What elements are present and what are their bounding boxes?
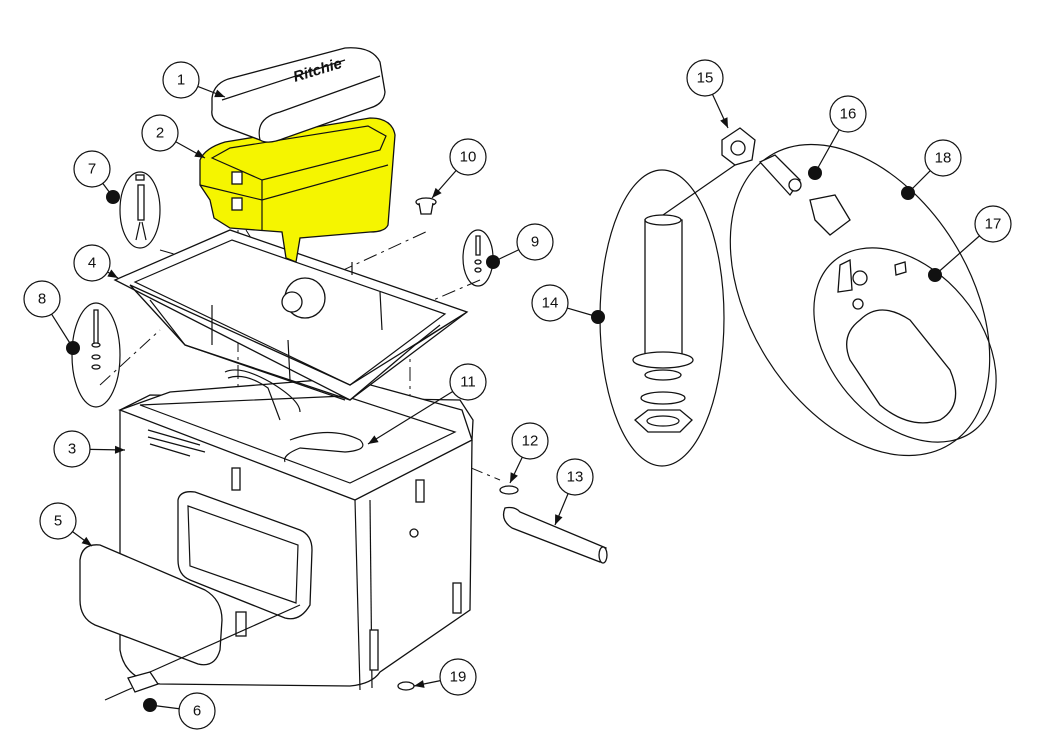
bracket [104, 604, 301, 701]
leader-arrow [720, 117, 728, 128]
callout-circle [141, 114, 179, 152]
callout-14: 14 [531, 284, 605, 324]
callout-number: 16 [840, 106, 857, 123]
callout-number: 6 [193, 703, 201, 720]
leader-dot [928, 268, 942, 282]
leader-dot [808, 166, 822, 180]
lid: Ritchie [211, 47, 386, 143]
callout-10: 10 [431, 138, 487, 199]
callout-17: 17 [928, 205, 1012, 282]
callout-circle [439, 658, 477, 696]
bolt-assembly-8 [71, 302, 121, 408]
leader-dot [901, 186, 915, 200]
leader-arrow [432, 187, 442, 198]
callout-number: 14 [542, 295, 559, 312]
callout-circle [23, 280, 61, 318]
callout-number: 8 [38, 291, 46, 308]
callout-18: 18 [901, 139, 962, 200]
leader-line [367, 390, 454, 445]
callout-number: 1 [177, 72, 185, 89]
leader-arrow [114, 445, 125, 454]
callout-number: 5 [54, 513, 62, 530]
callout-number: 7 [88, 161, 96, 178]
callout-4: 4 [73, 244, 119, 282]
callout-circle [974, 205, 1012, 243]
callout-number: 4 [88, 255, 96, 272]
washer-19 [397, 681, 415, 691]
float-assembly-18 [729, 143, 997, 457]
leader-line [814, 129, 840, 174]
callout-number: 11 [460, 374, 476, 391]
callout-1: 1 [162, 61, 226, 99]
callout-circle [556, 458, 594, 496]
leader-arrow [81, 536, 92, 546]
callout-circle [53, 430, 91, 468]
leader-line [934, 235, 980, 276]
pipe-fitting [499, 485, 608, 564]
callout-13: 13 [554, 458, 594, 526]
callout-circle [686, 59, 724, 97]
callout-9: 9 [486, 223, 554, 269]
leader-arrow [510, 472, 518, 483]
grommet-10 [415, 197, 437, 215]
valve-15 [721, 127, 756, 166]
callout-6: 6 [143, 692, 216, 730]
callout-number: 15 [697, 70, 714, 87]
leader-arrow [414, 680, 425, 688]
callout-7: 7 [73, 150, 120, 204]
callout-number: 9 [531, 234, 539, 251]
leader-arrow [368, 435, 379, 444]
bowl-highlighted [199, 117, 396, 263]
valve-assembly-7 [119, 171, 161, 249]
callout-circle [178, 692, 216, 730]
callout-circle [162, 61, 200, 99]
callout-number: 2 [156, 125, 164, 142]
callout-circle [449, 363, 487, 401]
callout-number: 19 [450, 669, 467, 686]
leader-arrow [555, 514, 563, 525]
callout-19: 19 [413, 658, 477, 696]
callout-circle [511, 422, 549, 460]
leader-dot [106, 190, 120, 204]
callout-circle [516, 223, 554, 261]
leader-dot [143, 698, 157, 712]
callout-circle [829, 95, 867, 133]
callout-3: 3 [53, 430, 126, 468]
callout-circle [531, 284, 569, 322]
callout-number: 13 [567, 469, 584, 486]
callout-8: 8 [23, 280, 80, 355]
leader-dot [591, 310, 605, 324]
leader-arrow [214, 89, 225, 98]
leader-dot [486, 255, 500, 269]
door-cover [79, 544, 223, 666]
callout-15: 15 [686, 59, 729, 129]
callout-number: 3 [68, 441, 76, 458]
leader-arrow [194, 149, 205, 158]
standpipe-14 [599, 164, 736, 467]
callout-circle [449, 138, 487, 176]
callout-number: 10 [460, 149, 477, 166]
leader-dot [66, 341, 80, 355]
callout-12: 12 [509, 422, 549, 484]
callout-number: 17 [985, 216, 1002, 233]
callout-circle [924, 139, 962, 177]
callout-number: 18 [935, 150, 952, 167]
callout-16: 16 [808, 95, 867, 180]
callout-5: 5 [39, 502, 93, 547]
callout-number: 12 [522, 433, 539, 450]
callout-circle [73, 150, 111, 188]
callout-11: 11 [367, 363, 487, 445]
callout-circle [39, 502, 77, 540]
callout-2: 2 [141, 114, 206, 159]
callout-circle [73, 244, 111, 282]
leader-arrow [107, 269, 118, 278]
trough-pan [113, 229, 469, 401]
